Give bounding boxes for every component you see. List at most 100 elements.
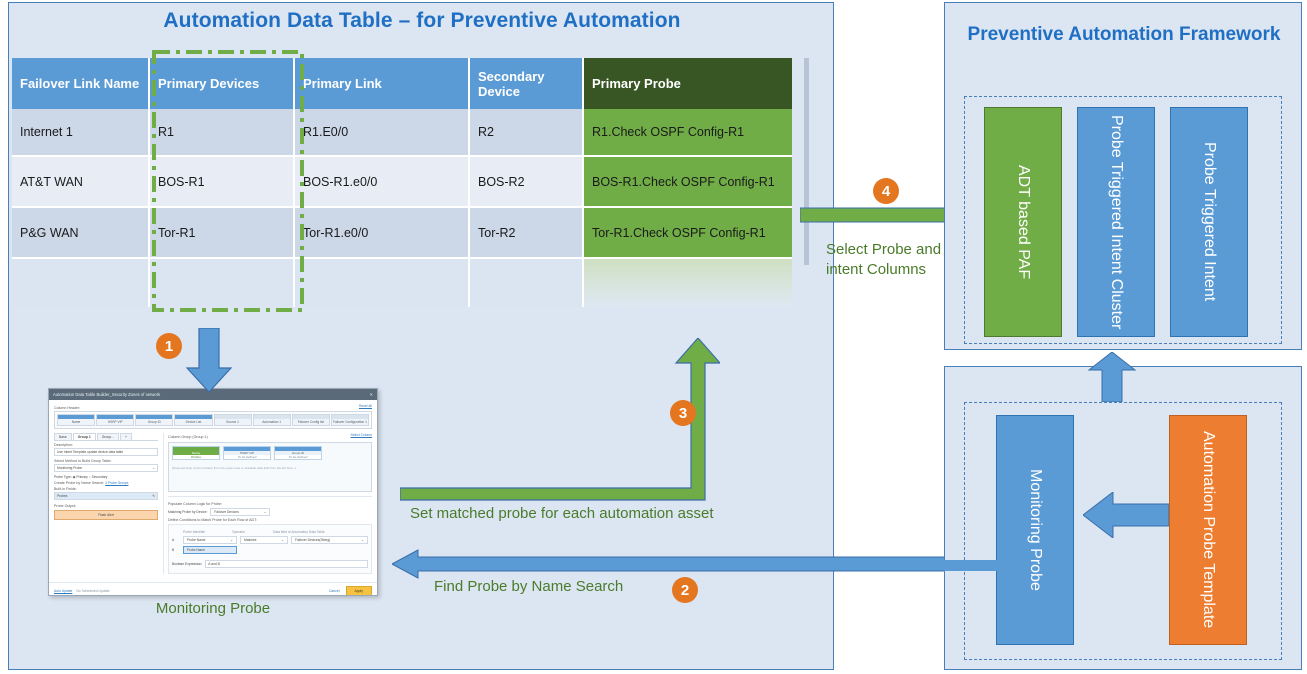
probe-groups-link[interactable]: 3 Probe Groups — [105, 481, 129, 485]
tab-base[interactable]: Base — [54, 433, 72, 440]
cell-primary-probe: BOS-R1.Check OSPF Config-R1 — [584, 157, 792, 208]
table-scroll-shadow — [804, 58, 809, 265]
tab-add[interactable]: + — [119, 433, 132, 440]
boolean-expression-label: Boolean Expression: — [172, 562, 203, 566]
step-badge-3: 3 — [670, 400, 696, 426]
radio-secondary[interactable]: ○ Secondary — [88, 475, 108, 479]
chevron-down-icon: ⌄ — [361, 538, 364, 542]
probe-output-chip[interactable]: Flash Alert — [54, 510, 158, 520]
logic-title: Populate Column Logic for Probe: — [168, 502, 222, 506]
column-header-strip: Name HSRP VIP Group ID Device List Sourc… — [54, 411, 372, 429]
populate-column-logic-section: Populate Column Logic for Probe: Matchin… — [168, 496, 372, 574]
cell-empty — [150, 259, 295, 307]
auto-update-toggle[interactable]: Auto Update — [54, 589, 73, 593]
method-select[interactable]: Monitoring Probe⌄ — [54, 464, 158, 472]
column-chip[interactable]: Failover Configuration 1 — [330, 414, 369, 426]
box-monitoring-probe[interactable]: Monitoring Probe — [996, 415, 1074, 645]
column-header-primary-devices[interactable]: Primary Devices — [150, 58, 295, 109]
cell-empty — [584, 259, 792, 307]
cell-secondary-device: R2 — [470, 109, 584, 157]
label-step-3: Set matched probe for each automation as… — [410, 505, 714, 522]
cell-primary-devices: BOS-R1 — [150, 157, 295, 208]
monitoring-probe-caption: Monitoring Probe — [155, 600, 271, 617]
framework-title: Preventive Automation Framework — [967, 24, 1281, 45]
tab-group-1[interactable]: Group 1 — [72, 433, 96, 440]
table-row[interactable]: P&G WAN Tor-R1 Tor-R1.e0/0 Tor-R2 Tor-R1… — [12, 208, 804, 259]
matching-probe-select[interactable]: Failover Devices⌄ — [210, 508, 271, 516]
app-footer: Auto Update No Scheduled Update Cancel A… — [49, 582, 377, 595]
column-chip[interactable]: Name — [57, 414, 96, 426]
column-chip[interactable]: Group ID — [135, 414, 174, 426]
automation-data-table: Failover Link Name Primary Devices Prima… — [12, 58, 804, 307]
chevron-down-icon: ⌄ — [263, 510, 267, 514]
description-field[interactable]: Use Intent Template update device data t… — [54, 448, 158, 456]
radio-primary[interactable]: ◉ Primary — [72, 475, 88, 479]
column-header-secondary-device[interactable]: Secondary Device — [470, 58, 584, 109]
arrow-up-framework — [1088, 352, 1136, 402]
close-icon[interactable]: ✕ — [369, 392, 373, 397]
cond-row-letter: A — [172, 538, 175, 542]
cell-secondary-device: Tor-R2 — [470, 208, 584, 259]
app-title-bar: Automation Data Table Builder_Security Z… — [49, 389, 377, 400]
label-step-4: Select Probe and intent Columns — [826, 241, 942, 279]
step-badge-1: 1 — [156, 333, 182, 359]
reset-all-link[interactable]: Reset All — [358, 404, 372, 408]
app-right-column: Column Group (Group 1) Select Column Nam… — [163, 433, 372, 574]
automation-data-table-builder-window[interactable]: Automation Data Table Builder_Security Z… — [48, 388, 378, 596]
cell-empty — [470, 259, 584, 307]
table-row[interactable]: Internet 1 R1 R1.E0/0 R2 R1.Check OSPF C… — [12, 109, 804, 157]
box-probe-triggered-intent-cluster[interactable]: Probe Triggered Intent Cluster — [1077, 107, 1155, 337]
page-title: Automation Data Table – for Preventive A… — [163, 9, 681, 32]
cond-identifier-dropdown-option[interactable]: Probe Name — [183, 546, 237, 554]
cell-failover-link-name: AT&T WAN — [12, 157, 150, 208]
group-tabs: Base Group 1 Group... + — [54, 433, 158, 441]
cell-failover-link-name: P&G WAN — [12, 208, 150, 259]
box-adt-based-paf[interactable]: ADT based PAF — [984, 107, 1062, 337]
apply-button[interactable]: Apply — [345, 586, 372, 595]
table-row[interactable]: AT&T WAN BOS-R1 BOS-R1.e0/0 BOS-R2 BOS-R… — [12, 157, 804, 208]
conditions-label: Define Conditions to Match Probe for Eac… — [168, 518, 257, 522]
column-chip[interactable]: Automation 1 — [252, 414, 291, 426]
select-column-link[interactable]: Select Column — [350, 433, 372, 437]
cond-header-field: Data field of Automation Data Table — [273, 530, 325, 534]
arrow-find-probe-by-name — [392, 549, 952, 579]
column-chip[interactable]: Device List — [174, 414, 213, 426]
box-probe-triggered-intent[interactable]: Probe Triggered Intent — [1170, 107, 1248, 337]
edit-icon[interactable]: ✎ — [152, 494, 155, 498]
column-chip[interactable]: Source 1 — [213, 414, 252, 426]
connector-monitoring-probe — [944, 560, 1002, 571]
cell-primary-probe: Tor-R1.Check OSPF Config-R1 — [584, 208, 792, 259]
cond-header-identifier: Probe Identifier — [183, 530, 206, 534]
cond-identifier-select[interactable]: Probe Name⌄ — [183, 536, 237, 544]
column-chip[interactable]: Failover Config list — [291, 414, 330, 426]
box-automation-probe-template[interactable]: Automation Probe Template — [1169, 415, 1247, 645]
cancel-button[interactable]: Cancel — [328, 589, 340, 593]
tab-group-more[interactable]: Group... — [96, 433, 119, 440]
cond-field-select[interactable]: Failover Devices(String)⌄ — [291, 536, 368, 544]
cell-primary-devices: R1 — [150, 109, 295, 157]
cond-row-letter: B — [172, 548, 175, 552]
cell-secondary-device: BOS-R2 — [470, 157, 584, 208]
description-label: Description: — [54, 443, 73, 447]
column-header-failover-link-name[interactable]: Failover Link Name — [12, 58, 150, 109]
boolean-expression-input[interactable]: A and B — [205, 560, 368, 568]
table-header-row: Failover Link Name Primary Devices Prima… — [12, 58, 804, 109]
cond-operator-select[interactable]: Matches⌄ — [240, 536, 288, 544]
column-chip[interactable]: HSRP VIP — [96, 414, 135, 426]
app-window-title: Automation Data Table Builder_Security Z… — [53, 392, 161, 397]
table-row-empty[interactable] — [12, 259, 804, 307]
column-header-primary-link[interactable]: Primary Link — [295, 58, 470, 109]
probe-type-label: Probe Type: — [54, 475, 72, 479]
chevron-down-icon: ⌄ — [230, 538, 233, 542]
cell-primary-devices: Tor-R1 — [150, 208, 295, 259]
builtin-field-probes[interactable]: Probes ✎ — [54, 492, 158, 500]
cell-primary-link: BOS-R1.e0/0 — [295, 157, 470, 208]
column-header-primary-probe[interactable]: Primary Probe — [584, 58, 792, 109]
cell-primary-link: R1.E0/0 — [295, 109, 470, 157]
scheduled-update-status: No Scheduled Update — [76, 589, 110, 593]
cell-empty — [12, 259, 150, 307]
